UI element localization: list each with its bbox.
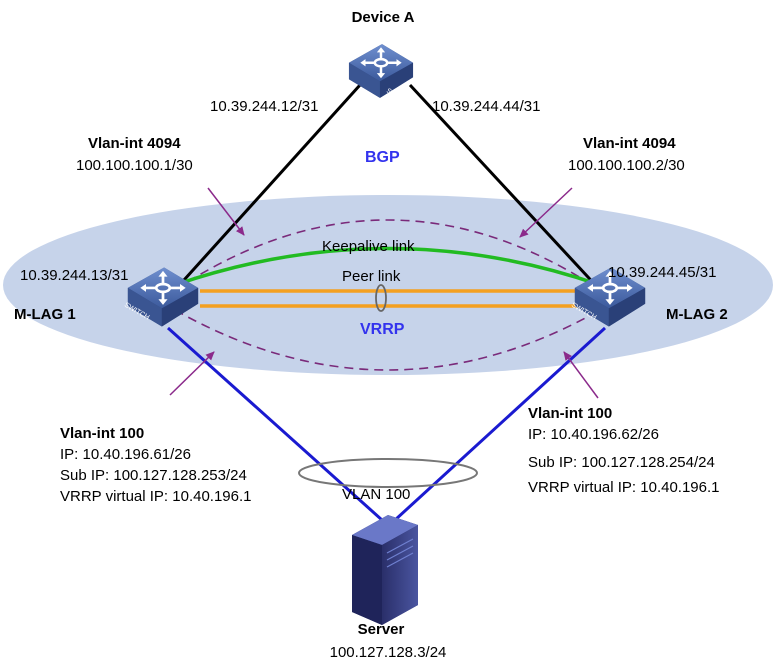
mlag2-label: M-LAG 2 [666,306,728,323]
vlanint100-left-sub-ip: Sub IP: 100.127.128.253/24 [60,467,247,484]
device-a-label: Device A [352,9,415,26]
vlanint4094-right-title: Vlan-int 4094 [583,135,676,152]
server-label: Server [358,621,405,638]
vlanint100-left-title: Vlan-int 100 [60,425,144,442]
vlanint100-right-sub-ip: Sub IP: 100.127.128.254/24 [528,454,715,471]
keepalive-link-label: Keepalive link [322,238,415,255]
link-a-mlag2 [408,83,602,292]
arrow-vlanint4094-left [207,187,245,236]
vlanint100-right-title: Vlan-int 100 [528,405,612,422]
arrow-vlanint4094-right [519,187,573,238]
vlan100-label: VLAN 100 [342,486,410,503]
link-a-mlag1-ip: 10.39.244.12/31 [210,98,318,115]
vlanint100-right-ip: IP: 10.40.196.62/26 [528,426,659,443]
dashed-arc-bottom [174,309,601,371]
vlanint100-right-vrrp-ip: VRRP virtual IP: 10.40.196.1 [528,479,720,496]
link-a-mlag1 [173,83,362,292]
server-ip: 100.127.128.3/24 [330,644,447,661]
mlag1-uplink-ip: 10.39.244.13/31 [20,267,128,284]
vlanint4094-left-title: Vlan-int 4094 [88,135,181,152]
peer-link-label: Peer link [342,268,401,285]
arrow-vlanint100-right [563,351,599,399]
peer-link-aggregation-ring [375,284,387,312]
svg-text:SWITCH: SWITCH [385,88,413,107]
dashed-arc-top [174,219,601,291]
vlan100-aggregation-ring [298,458,478,488]
mlag2-uplink-ip: 10.39.244.45/31 [608,264,716,281]
server-icon [352,515,418,625]
mlag1-label: M-LAG 1 [14,306,76,323]
link-a-mlag2-ip: 10.39.244.44/31 [432,98,540,115]
keepalive-link-line [174,246,601,287]
bgp-label: BGP [365,149,400,166]
mlag-system-area [3,195,773,375]
vlanint4094-right-ip: 100.100.100.2/30 [568,157,685,174]
vrrp-label: VRRP [360,321,405,338]
vlanint100-left-ip: IP: 10.40.196.61/26 [60,446,191,463]
vlanint4094-left-ip: 100.100.100.1/30 [76,157,193,174]
vlanint100-left-vrrp-ip: VRRP virtual IP: 10.40.196.1 [60,488,252,505]
arrow-vlanint100-left [169,351,215,396]
access-link-mlag1 [166,326,384,522]
device-a-switch-icon: SWITCH [347,42,415,107]
